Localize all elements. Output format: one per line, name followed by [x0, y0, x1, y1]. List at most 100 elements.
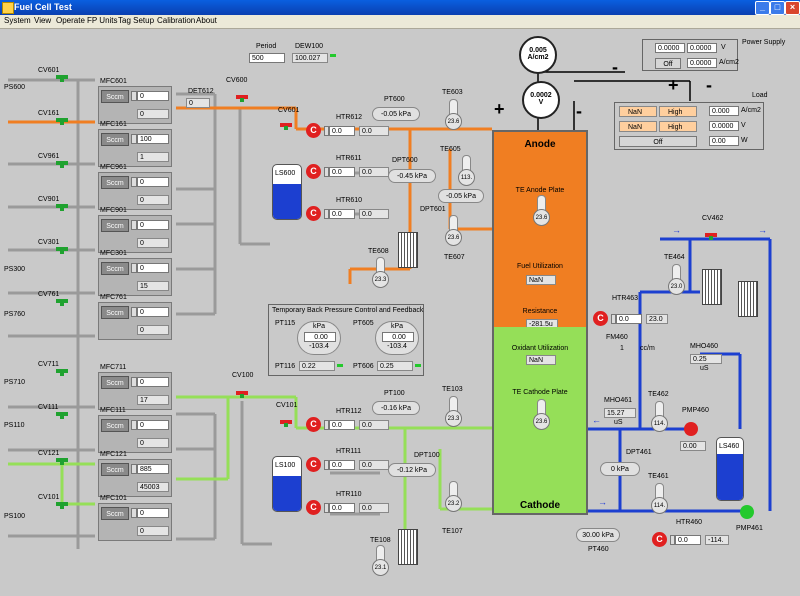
pt605-setpoint[interactable]: 0.00 — [382, 332, 414, 342]
heater-setpoint[interactable]: 0.0 — [329, 209, 355, 219]
dpt461-gauge: 0 kPa — [600, 462, 640, 476]
heater-setpoint[interactable]: 0.0 — [675, 535, 701, 545]
heater-icon[interactable]: C — [593, 311, 608, 326]
heater-htr460[interactable]: C 0.0 -114. — [652, 532, 738, 548]
spinner-icon[interactable] — [670, 535, 675, 545]
spinner-icon[interactable] — [611, 314, 616, 324]
dpt100-gauge: -0.12 kPa — [388, 463, 436, 477]
power-supply-panel: 0.0000 0.0000 V Off 0.0000 A/cm2 — [642, 39, 739, 71]
heater-icon[interactable]: C — [306, 164, 321, 179]
spinner-icon[interactable] — [324, 503, 329, 513]
source-label-ps100: PS100 — [4, 513, 26, 520]
pump-pmp461-icon[interactable] — [740, 505, 754, 519]
heater-setpoint[interactable]: 0.0 — [329, 460, 355, 470]
temp-value: 23.0 — [668, 278, 685, 295]
spinner-icon[interactable] — [131, 134, 137, 144]
valve-label-cv101: CV101 — [38, 494, 60, 501]
load-mode-2[interactable]: High — [659, 121, 697, 132]
spinner-icon[interactable] — [131, 307, 137, 317]
app-icon — [2, 2, 14, 14]
spinner-icon[interactable] — [324, 126, 329, 136]
load-value-1[interactable]: NaN — [619, 106, 657, 117]
process-diagram: CV601 PS600 CV161 CV961 CV901 CV301 PS30… — [0, 29, 800, 596]
heater-setpoint[interactable]: 0.0 — [329, 167, 355, 177]
pt115-setpoint[interactable]: 0.00 — [304, 332, 336, 342]
mfc-unit: Sccm — [101, 176, 129, 189]
tank-label: LS100 — [275, 462, 296, 469]
heater-setpoint[interactable]: 0.0 — [329, 420, 355, 430]
mfc-setpoint[interactable]: 0 — [137, 508, 169, 518]
mfc-label: MFC101 — [100, 495, 127, 502]
te607-label: TE607 — [444, 254, 465, 261]
load-off-button[interactable]: Off — [619, 136, 697, 147]
flow-arrow-icon: ← — [592, 415, 601, 425]
minimize-button[interactable]: _ — [755, 1, 770, 15]
menu-calibration[interactable]: Calibration — [157, 16, 196, 25]
mfc-label: MFC961 — [100, 164, 127, 171]
mfc-setpoint[interactable]: 0 — [137, 220, 169, 230]
htr611-label: HTR611 — [336, 155, 362, 162]
fm460-label: FM460 — [606, 334, 628, 341]
spinner-icon[interactable] — [131, 220, 137, 230]
spinner-icon[interactable] — [131, 420, 137, 430]
mho460-value: 0.25 — [690, 354, 722, 364]
heater-icon[interactable]: C — [306, 417, 321, 432]
load-value-2[interactable]: NaN — [619, 121, 657, 132]
pt460-gauge: 30.00 kPa — [576, 528, 620, 542]
mfc-reading: 45003 — [137, 482, 169, 492]
spinner-icon[interactable] — [131, 508, 137, 518]
maximize-button[interactable]: □ — [770, 1, 785, 15]
pmp461-label: PMP461 — [736, 525, 763, 532]
mfc-setpoint[interactable]: 885 — [137, 464, 169, 474]
spinner-icon[interactable] — [324, 209, 329, 219]
heater-setpoint[interactable]: 0.0 — [616, 314, 642, 324]
htr612-label: HTR612 — [336, 114, 363, 121]
mfc-setpoint[interactable]: 0 — [137, 177, 169, 187]
load-power: 0.00 — [709, 136, 739, 146]
spinner-icon[interactable] — [131, 91, 137, 101]
period-input[interactable]: 500 — [249, 53, 285, 63]
heater-reading: -114. — [705, 535, 729, 545]
close-button[interactable]: × — [785, 1, 800, 15]
mfc-setpoint[interactable]: 100 — [137, 134, 169, 144]
load-mode-1[interactable]: High — [659, 106, 697, 117]
status-led — [330, 54, 336, 57]
supply-setpoint[interactable]: 0.0000 — [655, 43, 685, 53]
menu-tag-setup[interactable]: Tag Setup — [118, 16, 155, 25]
mfc-setpoint[interactable]: 0 — [137, 263, 169, 273]
menu-system[interactable]: System — [4, 16, 31, 25]
heater-icon[interactable]: C — [306, 206, 321, 221]
heater-icon[interactable]: C — [652, 532, 667, 547]
heater-setpoint[interactable]: 0.0 — [329, 503, 355, 513]
menu-fp-units[interactable]: FP Units — [87, 16, 118, 25]
heater-icon[interactable]: C — [306, 500, 321, 515]
anode-section: Anode TE Anode Plate 23.6 Fuel Utilizati… — [494, 132, 586, 329]
spinner-icon[interactable] — [324, 460, 329, 470]
menu-operate[interactable]: Operate — [56, 16, 85, 25]
spinner-icon[interactable] — [324, 167, 329, 177]
spinner-icon[interactable] — [131, 377, 137, 387]
heater-setpoint[interactable]: 0.0 — [329, 126, 355, 136]
mfc-setpoint[interactable]: 0 — [137, 307, 169, 317]
spinner-icon[interactable] — [131, 464, 137, 474]
pump-pmp460-icon[interactable] — [684, 422, 698, 436]
spinner-icon[interactable] — [131, 263, 137, 273]
mfc-setpoint[interactable]: 0 — [137, 377, 169, 387]
supply-off-button[interactable]: Off — [655, 58, 681, 69]
mfc-setpoint[interactable]: 0 — [137, 91, 169, 101]
current-unit: A/cm2 — [527, 54, 549, 61]
heater-icon[interactable]: C — [306, 457, 321, 472]
mfc-setpoint[interactable]: 0 — [137, 420, 169, 430]
spinner-icon[interactable] — [131, 177, 137, 187]
spinner-icon[interactable] — [324, 420, 329, 430]
menu-view[interactable]: View — [34, 16, 52, 25]
heater-icon[interactable]: C — [306, 123, 321, 138]
menu-about[interactable]: About — [196, 16, 217, 25]
